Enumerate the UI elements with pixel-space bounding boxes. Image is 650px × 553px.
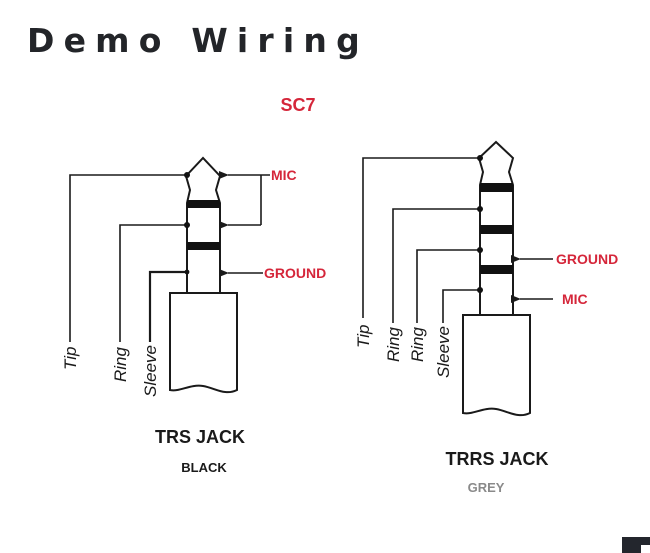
trrs-tip-wire (362, 157, 480, 318)
trs-plug (169, 156, 238, 394)
trrs-wire-label-ring-2: Ring (408, 326, 427, 362)
trrs-tip-contact-dot (477, 155, 483, 161)
trs-color-label: BLACK (181, 460, 227, 475)
trrs-color-label: GREY (468, 480, 505, 495)
trrs-wire-label-ring: Ring (384, 326, 403, 362)
corner-notch (641, 545, 650, 553)
trrs-insulator-band (480, 265, 513, 274)
trrs-plug (462, 140, 531, 417)
trrs-tip-shape (477, 140, 515, 315)
trs-ring-wire (119, 224, 187, 342)
trrs-jack-title: TRRS JACK (445, 449, 548, 469)
trrs-ring1-wire (392, 208, 480, 323)
trs-mic-label: MIC (271, 167, 297, 183)
trrs-ring2-wire (416, 249, 480, 323)
trrs-insulator-band (480, 225, 513, 234)
trs-wire-label-sleeve: Sleeve (141, 345, 160, 397)
trrs-wire-label-tip: Tip (354, 325, 373, 348)
trs-sleeve-contact-dot (184, 269, 190, 275)
trs-ground-label: GROUND (264, 265, 326, 281)
trs-wire-label-tip: Tip (61, 347, 80, 370)
corner-dark-block (622, 537, 650, 553)
trrs-body (462, 314, 531, 417)
model-label: SC7 (280, 95, 315, 115)
trrs-jack: Tip Ring Ring Sleeve GROUND MIC TRRS JAC… (354, 140, 618, 495)
trrs-ground-label: GROUND (556, 251, 618, 267)
trrs-insulator-band (480, 183, 513, 192)
trrs-sleeve-wire (442, 289, 480, 323)
trs-jack: Tip Ring Sleeve MIC GROUND TRS JACK BLAC… (61, 156, 326, 475)
trs-jack-title: TRS JACK (155, 427, 245, 447)
trs-tip-wire (69, 174, 187, 342)
trrs-wire-label-sleeve: Sleeve (434, 326, 453, 378)
trs-ring-contact-dot (184, 222, 190, 228)
trs-sleeve-wire (148, 270, 187, 342)
trs-tip-contact-dot (184, 172, 190, 178)
trs-insulator-band (187, 200, 220, 208)
trrs-mic-label: MIC (562, 291, 588, 307)
trrs-sleeve-contact-dot (477, 287, 483, 293)
trs-insulator-band (187, 242, 220, 250)
trs-tip-shape (184, 156, 222, 292)
trrs-ring2-contact-dot (477, 247, 483, 253)
page-title: Demo Wiring (27, 21, 369, 60)
trs-body (169, 292, 238, 394)
trs-wire-label-ring: Ring (111, 346, 130, 382)
trrs-ring1-contact-dot (477, 206, 483, 212)
